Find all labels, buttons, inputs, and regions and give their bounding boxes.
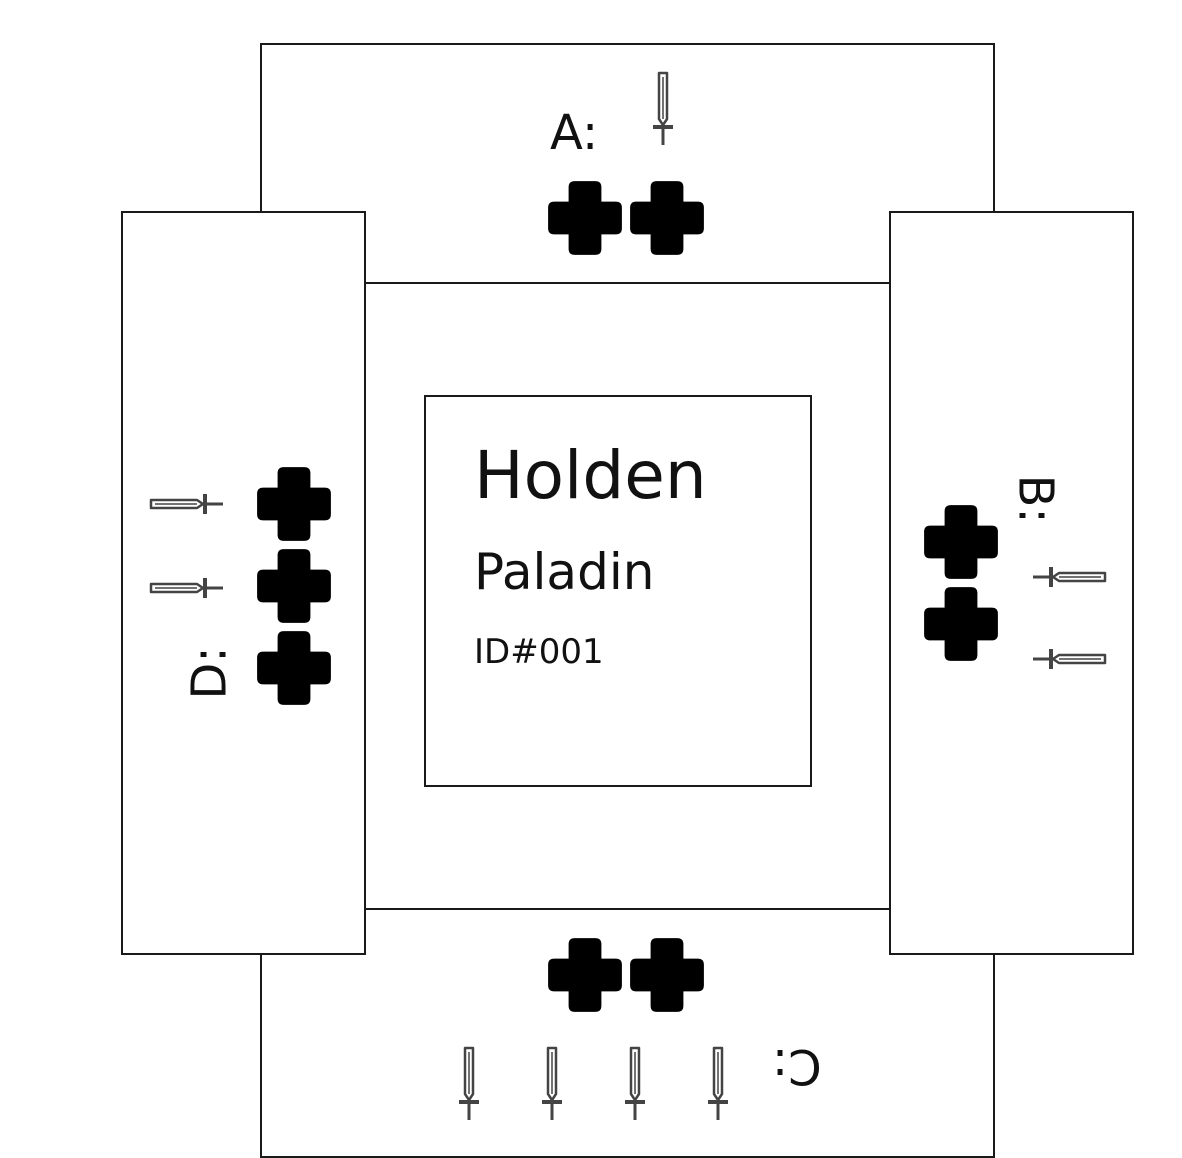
sword-icon	[651, 69, 675, 149]
character-id: ID#001	[474, 632, 604, 672]
plus-cross-icon	[253, 627, 335, 709]
side-d-label: D:	[181, 646, 238, 700]
character-name: Holden	[474, 437, 707, 514]
side-panel-d: D:	[121, 211, 366, 955]
plus-cross-icon	[253, 463, 335, 545]
character-class: Paladin	[474, 543, 655, 601]
side-panel-b: B:	[889, 211, 1134, 955]
plus-cross-icon	[626, 934, 708, 1016]
plus-cross-icon	[544, 934, 626, 1016]
sword-icon	[147, 492, 227, 516]
sword-icon	[147, 576, 227, 600]
sword-icon	[706, 1044, 730, 1124]
plus-cross-icon	[920, 501, 1002, 583]
plus-cross-icon	[626, 177, 708, 259]
plus-cross-icon	[544, 177, 626, 259]
plus-cross-icon	[253, 545, 335, 627]
side-panel-c: C:	[260, 908, 995, 1158]
sword-icon	[1029, 565, 1109, 589]
side-panel-a: A:	[260, 43, 995, 293]
sword-icon	[1029, 647, 1109, 671]
sword-icon	[623, 1044, 647, 1124]
sword-icon	[540, 1044, 564, 1124]
plus-cross-icon	[920, 583, 1002, 665]
side-b-label: B:	[1007, 474, 1064, 524]
character-info-box: Holden Paladin ID#001	[424, 395, 812, 787]
side-c-label: C:	[772, 1038, 822, 1094]
sword-icon	[457, 1044, 481, 1124]
side-a-label: A:	[550, 105, 599, 161]
